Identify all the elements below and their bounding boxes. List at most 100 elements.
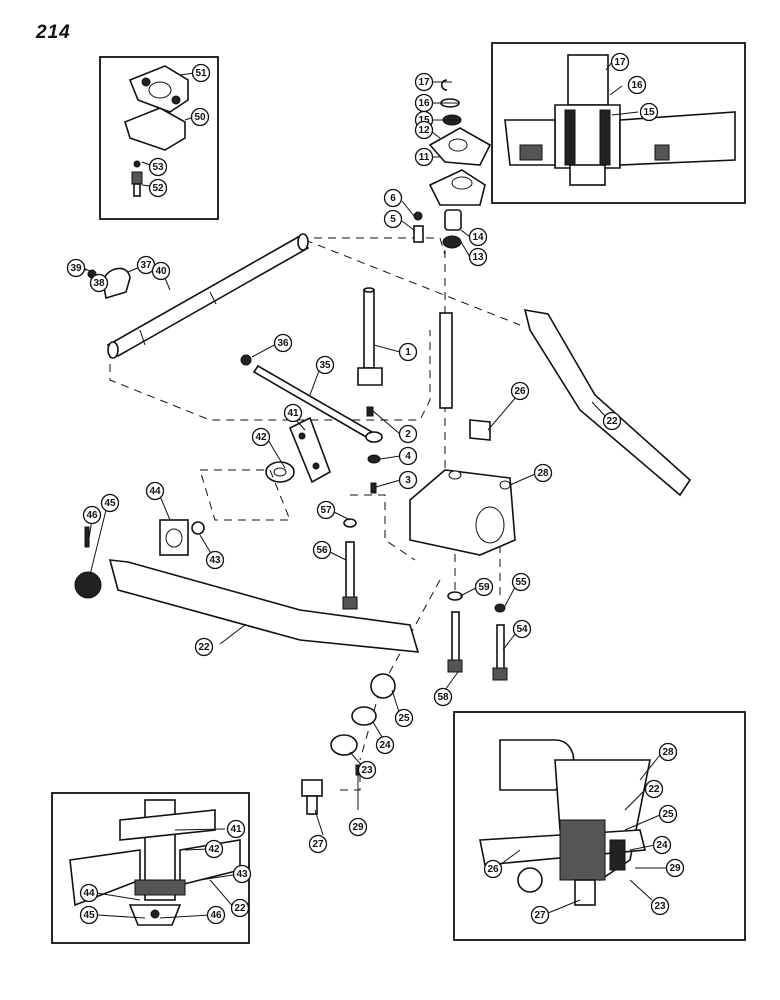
callout-number: 3 — [405, 475, 411, 486]
callout-number: 17 — [614, 57, 626, 68]
part-callout: 42 — [204, 839, 224, 859]
part-callout: 56 — [312, 540, 332, 560]
callout-circle — [312, 540, 332, 560]
callout-circle — [398, 342, 418, 362]
callout-number: 29 — [669, 863, 681, 874]
callout-number: 1 — [405, 347, 411, 358]
callout-circle — [650, 896, 670, 916]
part-callout: 52 — [148, 178, 168, 198]
part-callout: 46 — [206, 905, 226, 925]
callout-number: 6 — [390, 193, 396, 204]
support-bar-lower — [108, 559, 420, 653]
part-callout: 43 — [232, 864, 252, 884]
part-callout: 26 — [483, 859, 503, 879]
part-callout: 35 — [315, 355, 335, 375]
callout-circle — [205, 550, 225, 570]
callout-number: 39 — [70, 263, 82, 274]
callout-circle — [383, 188, 403, 208]
callout-circle — [375, 735, 395, 755]
callout-circle — [468, 247, 488, 267]
callout-circle — [151, 261, 171, 281]
callout-circle — [512, 619, 532, 639]
callout-number: 23 — [654, 901, 666, 912]
part-callout: 28 — [533, 463, 553, 483]
callout-number: 28 — [537, 468, 549, 479]
callout-circle — [357, 760, 377, 780]
callout-circle — [145, 481, 165, 501]
callout-circle — [191, 63, 211, 83]
callout-circle — [148, 157, 168, 177]
callout-circle — [658, 804, 678, 824]
callout-number: 13 — [472, 252, 484, 263]
part-callout: 14 — [468, 227, 488, 247]
callout-number: 40 — [155, 266, 167, 277]
part-callout: 41 — [283, 403, 303, 423]
callout-number: 28 — [662, 747, 674, 758]
callout-number: 22 — [648, 784, 660, 795]
callout-number: 52 — [152, 183, 164, 194]
pivot-section-inset — [504, 54, 736, 186]
callout-number: 46 — [210, 910, 222, 921]
part-callout: 12 — [414, 120, 434, 140]
part-callout: 17 — [610, 52, 630, 72]
part-callout: 29 — [665, 858, 685, 878]
callout-circle — [79, 883, 99, 903]
callout-number: 36 — [277, 338, 289, 349]
callout-number: 15 — [643, 107, 655, 118]
inset-frame-pivot-bolt-section — [51, 792, 250, 944]
callout-number: 37 — [140, 260, 152, 271]
callout-number: 46 — [86, 510, 98, 521]
part-callout: 6 — [383, 188, 403, 208]
part-callout: 27 — [308, 834, 328, 854]
callout-number: 43 — [236, 869, 248, 880]
page-number: 214 — [36, 22, 71, 43]
part-callout: 36 — [273, 333, 293, 353]
callout-number: 59 — [478, 582, 490, 593]
cross-shaft — [68, 233, 310, 359]
callout-circle — [206, 905, 226, 925]
part-callout: 51 — [191, 63, 211, 83]
callout-circle — [610, 52, 630, 72]
callout-circle — [315, 355, 335, 375]
spacer-plate — [469, 419, 491, 441]
callout-number: 4 — [405, 451, 411, 462]
part-callout: 1 — [398, 342, 418, 362]
part-callout: 44 — [145, 481, 165, 501]
part-callout: 59 — [474, 577, 494, 597]
pivot-pin — [357, 287, 383, 494]
part-callout: 16 — [627, 75, 647, 95]
part-callout: 5 — [383, 209, 403, 229]
inset-frame-support-section — [453, 711, 746, 941]
support-section-inset — [479, 739, 651, 906]
callout-number: 58 — [437, 692, 449, 703]
callout-number: 23 — [361, 765, 373, 776]
callout-number: 45 — [104, 498, 116, 509]
part-callout: 22 — [644, 779, 664, 799]
part-callout: 24 — [375, 735, 395, 755]
pivot-bolt-parts — [74, 519, 205, 599]
callout-number: 26 — [487, 864, 499, 875]
callout-number: 5 — [390, 214, 396, 225]
callout-circle — [474, 577, 494, 597]
callout-number: 44 — [149, 486, 161, 497]
callout-number: 43 — [209, 555, 221, 566]
part-callout: 57 — [316, 500, 336, 520]
callout-number: 15 — [418, 115, 430, 126]
callout-circle — [433, 687, 453, 707]
callout-circle — [82, 505, 102, 525]
part-callout: 25 — [658, 804, 678, 824]
part-callout: 38 — [89, 273, 109, 293]
callout-circle — [308, 834, 328, 854]
callout-circle — [398, 470, 418, 490]
callout-circle — [204, 839, 224, 859]
callout-circle — [510, 381, 530, 401]
part-callout: 55 — [511, 572, 531, 592]
part-callout: 23 — [357, 760, 377, 780]
callout-number: 25 — [398, 713, 410, 724]
callout-circle — [232, 864, 252, 884]
callout-circle — [230, 898, 250, 918]
callout-circle — [100, 493, 120, 513]
callout-number: 38 — [93, 278, 105, 289]
part-callout: 40 — [151, 261, 171, 281]
callout-circle — [644, 779, 664, 799]
